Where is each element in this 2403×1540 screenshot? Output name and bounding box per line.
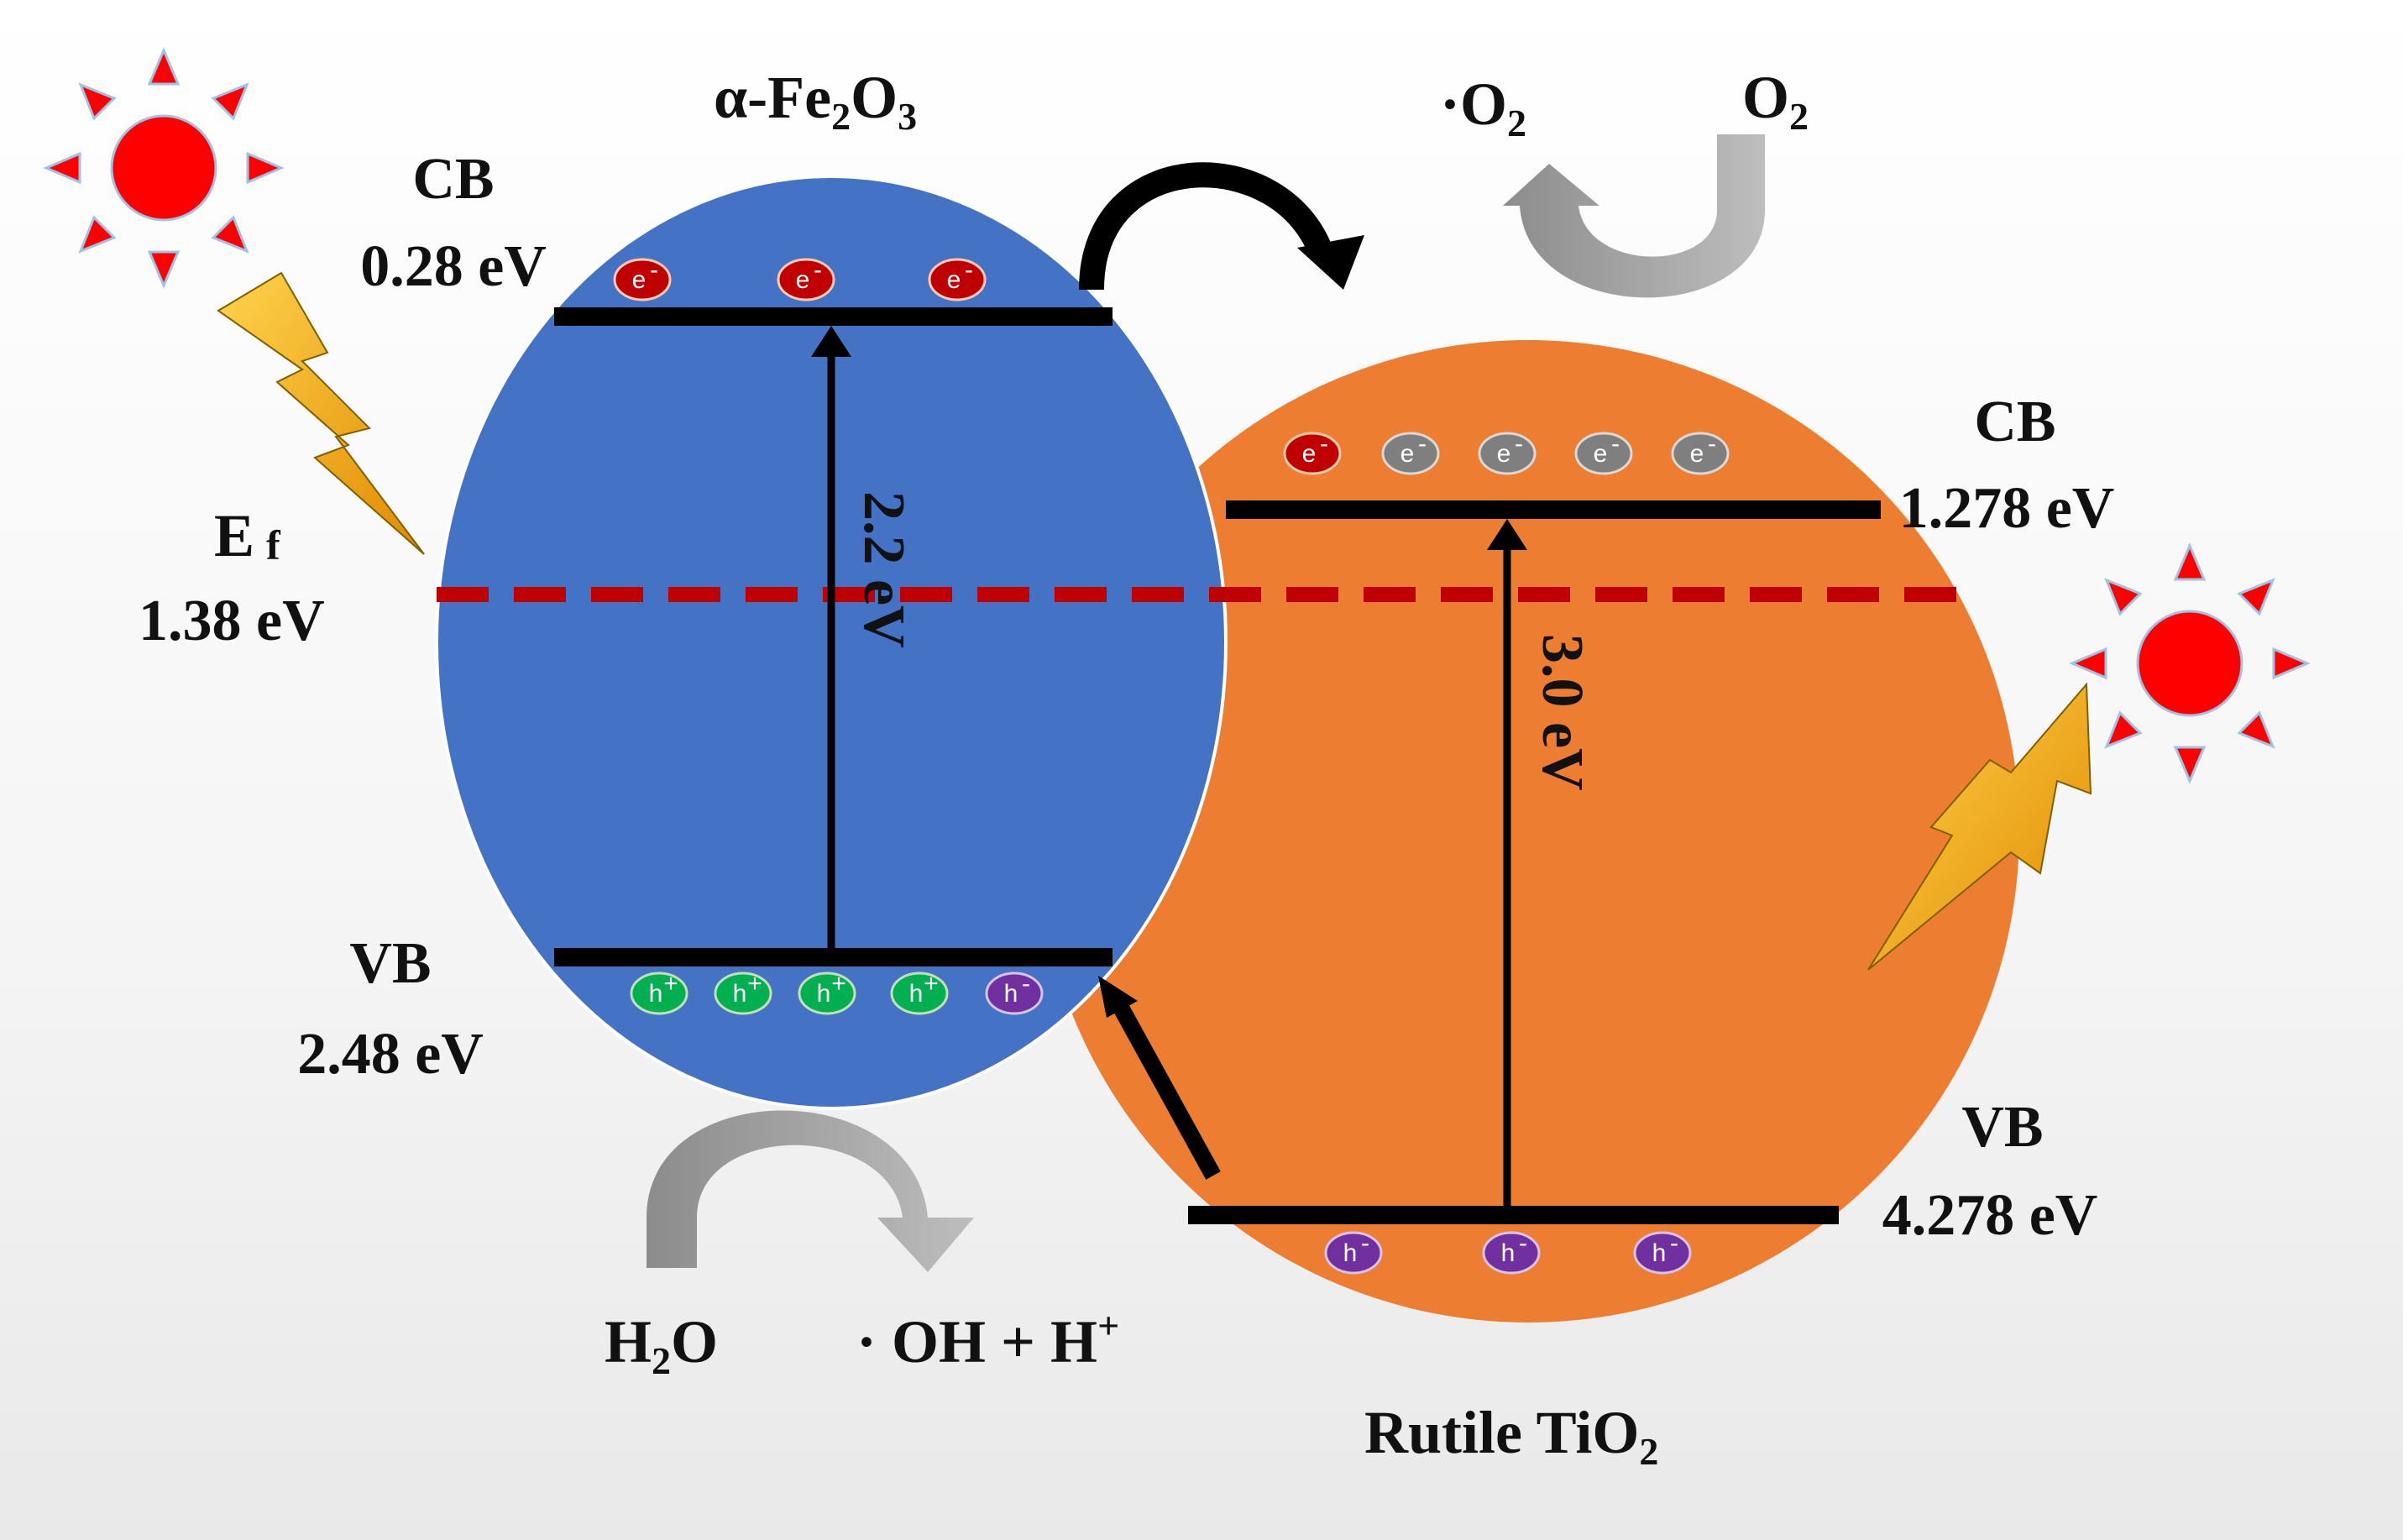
fe2o3-vb-energy: 2.48 eV <box>297 1022 484 1087</box>
tio2-electron: e - <box>1478 430 1537 475</box>
svg-text:-: - <box>814 256 822 284</box>
fe2o3-excitation-arrow <box>811 326 851 949</box>
svg-text:+: + <box>747 970 762 998</box>
lightning-icon <box>1867 682 2092 971</box>
sun-icon <box>43 47 285 289</box>
svg-text:e: e <box>796 266 810 294</box>
svg-text:e: e <box>1690 440 1704 468</box>
svg-text:+: + <box>831 970 846 998</box>
tio2-electron: e - <box>1381 430 1440 475</box>
fe2o3-hole: h + <box>714 970 772 1015</box>
fe2o3-hole: h + <box>630 970 688 1015</box>
svg-text:-: - <box>965 256 973 284</box>
svg-text:e: e <box>1302 440 1317 468</box>
tio2-electron: e - <box>1671 430 1730 475</box>
lightning-icon <box>217 271 425 555</box>
oxygen-label: O2 <box>1742 64 1809 138</box>
tio2-vb-label: VB <box>1961 1095 2043 1160</box>
svg-text:h: h <box>1652 1239 1667 1267</box>
fe2o3-band-gap: 2.2 eV <box>851 491 916 648</box>
tio2-particle <box>1037 340 2019 1323</box>
svg-text:-: - <box>1361 1229 1369 1257</box>
svg-text:h: h <box>1501 1239 1516 1267</box>
svg-text:e: e <box>1594 440 1608 468</box>
tio2-hole: h - <box>1633 1229 1692 1275</box>
svg-text:e: e <box>1400 440 1415 468</box>
svg-text:-: - <box>650 256 658 284</box>
hydroxyl-label: · OH + H+ <box>856 1304 1119 1375</box>
svg-text:+: + <box>924 970 939 998</box>
svg-text:e: e <box>947 266 961 294</box>
tio2-excitation-arrow <box>1487 519 1527 1207</box>
svg-text:-: - <box>1515 430 1523 458</box>
fe2o3-hole: h + <box>798 970 856 1015</box>
svg-text:-: - <box>1320 430 1328 458</box>
svg-text:h: h <box>817 980 831 1008</box>
tio2-vb-energy: 4.278 eV <box>1882 1183 2098 1248</box>
svg-text:e: e <box>1497 440 1511 468</box>
svg-text:-: - <box>1670 1229 1678 1257</box>
svg-text:+: + <box>663 970 678 998</box>
svg-text:h: h <box>733 980 747 1008</box>
svg-text:h: h <box>1004 980 1018 1008</box>
water-label: H2O <box>605 1308 718 1382</box>
fe2o3-electron: e - <box>928 256 987 301</box>
svg-text:-: - <box>1708 430 1716 458</box>
sun-icon <box>2069 542 2311 784</box>
tio2-cb-energy: 1.278 eV <box>1899 476 2115 541</box>
fe2o3-vb-label: VB <box>349 931 431 996</box>
electron-transfer-arrow <box>1079 162 1364 291</box>
tio2-electron: e - <box>1283 430 1342 475</box>
svg-text:-: - <box>1611 430 1620 458</box>
water-oxidation-arrow <box>647 1110 974 1272</box>
fe2o3-hole: h - <box>985 970 1044 1015</box>
svg-text:h: h <box>1343 1239 1358 1267</box>
svg-text:-: - <box>1519 1229 1527 1257</box>
oxygen-reduction-arrow <box>1503 134 1765 298</box>
fe2o3-electron: e - <box>777 256 835 301</box>
tio2-title: Rutile TiO2 <box>1364 1399 1658 1473</box>
svg-text:-: - <box>1418 430 1427 458</box>
fe2o3-cb-label: CB <box>412 147 494 212</box>
hole-transfer-arrow <box>1098 976 1221 1180</box>
tio2-cb-label: CB <box>1974 390 2055 454</box>
fe2o3-hole: h + <box>890 970 949 1015</box>
fe2o3-electron: e - <box>613 256 672 301</box>
tio2-hole: h - <box>1324 1229 1383 1275</box>
fermi-energy: 1.38 eV <box>139 589 325 653</box>
fe2o3-title: α-Fe2O3 <box>714 64 917 138</box>
tio2-electron: e - <box>1574 430 1633 475</box>
svg-text:h: h <box>909 980 924 1008</box>
fe2o3-cb-energy: 0.28 eV <box>360 234 547 299</box>
svg-text:e: e <box>632 266 647 294</box>
superoxide-label: ·O2 <box>1440 71 1526 144</box>
svg-text:h: h <box>649 980 663 1008</box>
tio2-band-gap: 3.0 eV <box>1530 634 1594 791</box>
svg-text:-: - <box>1022 970 1030 998</box>
tio2-hole: h - <box>1482 1229 1541 1275</box>
